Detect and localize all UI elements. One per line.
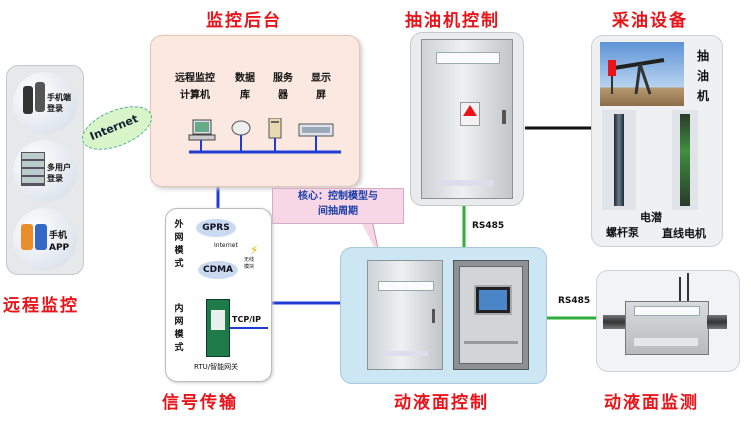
monitor-stack-icon [21,152,45,186]
tcpip-label: TCP/IP [232,315,261,324]
core-note: 核心：控制模型与 间抽周期 [272,188,404,224]
title-pump-control: 抽油机控制 [405,11,500,31]
backend-icons [188,118,341,154]
cabinet-nameplate [436,52,500,64]
cdma-cloud: CDMA [198,261,238,279]
backend-item-display: 显示 屏 [311,73,331,101]
phone-icon-2 [35,82,45,112]
title-fluid-level-monitor: 动液面监测 [604,393,699,413]
phone-login-bubble: 手机端 登录 [13,72,77,134]
closed-cabinet-nameplate [378,281,434,291]
cabinet-logo [440,180,494,186]
pumping-unit-icon [608,58,665,95]
backend-item-computer: 远程监控 计算机 [175,73,215,101]
antenna-icon-2 [687,273,689,301]
antenna-icon [679,277,681,301]
pump-cabinet-panel [410,32,524,206]
closed-cabinet-handle [432,309,435,323]
touch-screen-icon [474,285,512,315]
lightning-icon: ⚡ [250,243,259,257]
fluid-control-cabinet-open [453,260,529,370]
title-oil-equipment: 采油设备 [612,11,688,31]
backend-item-server: 服务 器 [273,73,293,101]
external-net-label: 外 网 模 式 [174,220,184,269]
multi-user-bubble: 多用户 登录 [13,140,77,202]
pump-control-cabinet [421,39,513,199]
smartphone-icon [21,224,33,250]
phone-icon [23,86,33,114]
rtu-label: RTU/智能网关 [194,363,239,371]
pumping-unit-label: 抽 油 机 [696,49,709,103]
linear-motor-photo [672,110,698,210]
database-icon [231,120,251,136]
smartphone-icon-2 [35,224,47,250]
title-signal-transmission: 信号传输 [162,393,238,413]
screw-pump-label: 电潜 螺杆泵 [606,211,662,239]
pipe-connector-icon-2 [707,315,727,329]
warning-sign-icon [460,102,480,126]
pipe-connector-icon [603,315,625,329]
linear-motor-label: 直线电机 [662,227,706,240]
backend-panel: 远程监控 计算机 数据 库 服务 器 显示 屏 [150,35,360,187]
screw-pump-photo [602,110,636,210]
gprs-cloud: GPRS [196,219,236,237]
fluid-control-cabinet-closed [367,260,443,370]
rtu-device [206,299,230,357]
phone-login-label: 手机端 登录 [47,93,71,113]
title-monitor-backend: 监控后台 [206,11,282,31]
rs485-top-label: RS485 [472,221,505,231]
cabinet-handle [502,110,506,124]
multi-user-label: 多用户 登录 [47,163,71,183]
display-screen-icon [298,123,334,137]
title-fluid-level-control: 动液面控制 [394,393,489,413]
equipment-panel: 抽 油 机 电潜 螺杆泵 直线电机 [591,35,723,247]
backend-item-database: 数据 库 [235,73,255,101]
computer-icon [188,119,216,141]
rs485-right-label: RS485 [558,296,591,306]
server-icon [268,118,282,139]
signal-internet-label: Internet [214,242,238,249]
remote-panel: 手机端 登录 多用户 登录 手机 APP [6,65,84,275]
closed-cabinet-logo [382,351,428,356]
monitor-device-nameplate [634,306,700,316]
wireless-module-label: 无线 模块 [244,257,255,270]
pumping-unit-photo [600,42,684,106]
signal-panel: 外 网 模 式 GPRS CDMA Internet ⚡ 无线 模块 内 网 模… [165,208,272,382]
tcpip-line [230,327,268,329]
monitor-device-logo [634,338,698,346]
internal-net-label: 内 网 模 式 [174,304,184,353]
fluid-control-panel [340,247,547,384]
fluid-monitor-device [625,301,709,355]
title-remote-monitor: 远程监控 [3,296,79,316]
phone-app-label: 手机 APP [49,231,70,253]
phone-app-bubble: 手机 APP [13,208,77,270]
fluid-monitor-panel [596,270,740,372]
